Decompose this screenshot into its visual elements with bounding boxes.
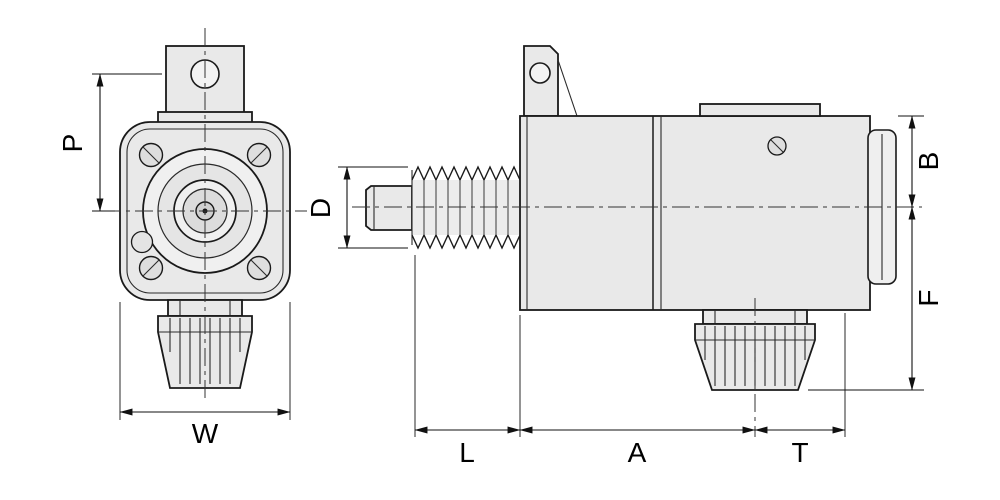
corner-screws [130,142,272,281]
screw-slot-icon [142,146,160,164]
tab-hole [529,62,551,84]
tab-gusset-line [557,59,578,117]
dim-label-l: L [459,437,475,468]
center-lines [103,28,922,437]
screw-slot-icon [770,139,784,153]
screw-slot-icon [250,259,268,277]
dim-label-a: A [628,437,647,468]
dim-label-w: W [192,418,219,449]
dim-label-f: F [913,289,944,306]
dim-label-d: D [305,198,336,218]
side-view [365,45,897,391]
top-boss [699,103,821,117]
collet-nut-ribs [169,318,241,384]
dim-label-p: P [57,134,88,153]
screw-slot-icon [250,146,268,164]
dimensions: P W D L A T B F [57,73,944,468]
thread-crests-bottom [411,233,521,250]
dim-label-b: B [913,152,944,171]
drive-shaft-end [365,185,413,231]
pin-hole-bottom-left [130,230,154,254]
thread-crests-top [411,165,521,182]
housing-body [519,115,871,311]
dim-label-t: T [791,437,808,468]
screw-slot-icon [142,259,160,277]
